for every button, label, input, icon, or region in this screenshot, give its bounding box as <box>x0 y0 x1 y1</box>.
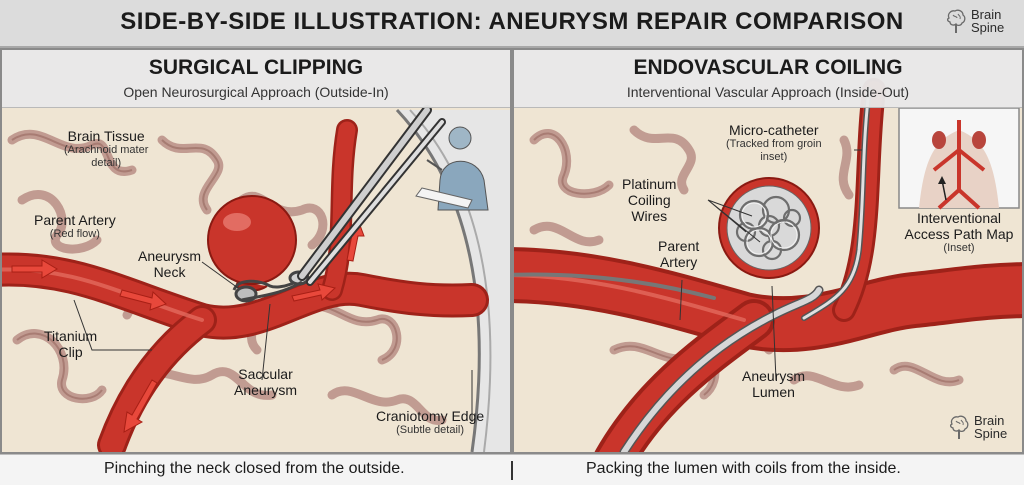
logo-line-1: Brain <box>971 7 1002 22</box>
access-path-inset <box>898 107 1020 210</box>
endovascular-coiling-panel: ENDOVASCULAR COILING Interventional Vasc… <box>512 48 1024 454</box>
caption-bar: Pinching the neck closed from the outsid… <box>0 454 1024 485</box>
label-aneurysm-neck: Aneurysm Neck <box>138 248 202 280</box>
label-titanium-clip: Titanium Clip <box>44 328 98 360</box>
logo-line-2: Spine <box>971 20 1005 35</box>
forceps-instrument <box>297 105 446 286</box>
brain-logo-icon <box>946 9 966 33</box>
clipping-illustration <box>2 50 510 452</box>
coiling-illustration <box>514 50 1022 452</box>
label-craniotomy-edge: Craniotomy Edge (Subtle detail) <box>376 408 485 436</box>
logo-line-1: Brain <box>974 413 1005 428</box>
logo-line-2: Spine <box>974 426 1008 441</box>
label-brain-tissue: Brain Tissue (Arachnoid mater detail) <box>64 128 149 169</box>
left-panel-subtitle: Open Neurosurgical Approach (Outside-In) <box>123 84 389 100</box>
label-inset-title: Interventional Access Path Map (Inset) <box>904 210 1014 254</box>
label-aneurysm-lumen: Aneurysm Lumen <box>742 368 806 400</box>
coiled-aneurysm <box>718 177 820 279</box>
main-title: SIDE-BY-SIDE ILLUSTRATION: ANEURYSM REPA… <box>120 8 904 35</box>
surgeon-figure <box>415 126 489 211</box>
right-panel-subtitle: Interventional Vascular Approach (Inside… <box>626 84 910 100</box>
brain-spine-logo: Brain Spine <box>945 8 1004 34</box>
left-panel-title: SURGICAL CLIPPING <box>148 56 364 79</box>
label-saccular-aneurysm: Saccular Aneurysm <box>234 366 298 398</box>
label-parent-artery-right: Parent Artery <box>658 238 700 270</box>
right-caption: Packing the lumen with coils from the in… <box>586 460 901 477</box>
title-bar: SIDE-BY-SIDE ILLUSTRATION: ANEURYSM REPA… <box>0 0 1024 48</box>
right-panel-title: ENDOVASCULAR COILING <box>633 56 903 79</box>
brain-spine-logo-corner: Brain Spine <box>948 414 1007 440</box>
brain-logo-icon <box>949 415 969 439</box>
micro-catheter <box>514 87 872 452</box>
label-parent-artery-left: Parent Artery (Red flow) <box>34 212 116 240</box>
left-panel-header: SURGICAL CLIPPING Open Neurosurgical App… <box>2 50 510 108</box>
label-platinum-coiling-wires: Platinum Coiling Wires <box>622 176 677 224</box>
right-panel-header: ENDOVASCULAR COILING Interventional Vasc… <box>514 50 1022 108</box>
caption-divider <box>511 461 513 480</box>
left-caption: Pinching the neck closed from the outsid… <box>104 460 405 477</box>
surgical-clipping-panel: SURGICAL CLIPPING Open Neurosurgical App… <box>0 48 512 454</box>
label-micro-catheter: Micro-catheter (Tracked from groin inset… <box>726 122 822 163</box>
